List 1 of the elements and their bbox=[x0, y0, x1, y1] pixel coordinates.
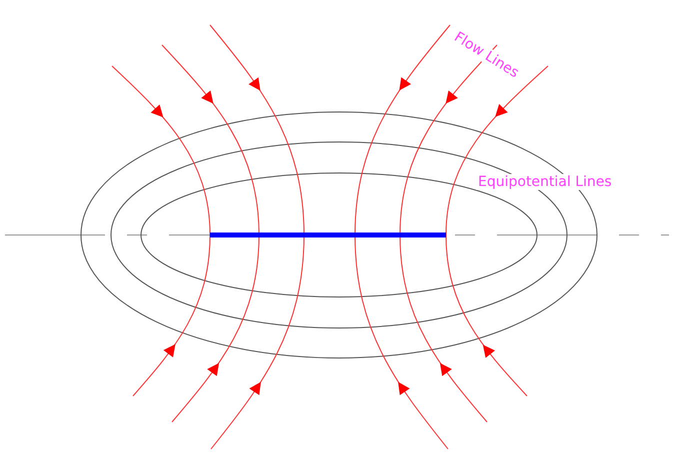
equipotential-lines-label: Equipotential Lines bbox=[476, 174, 614, 190]
